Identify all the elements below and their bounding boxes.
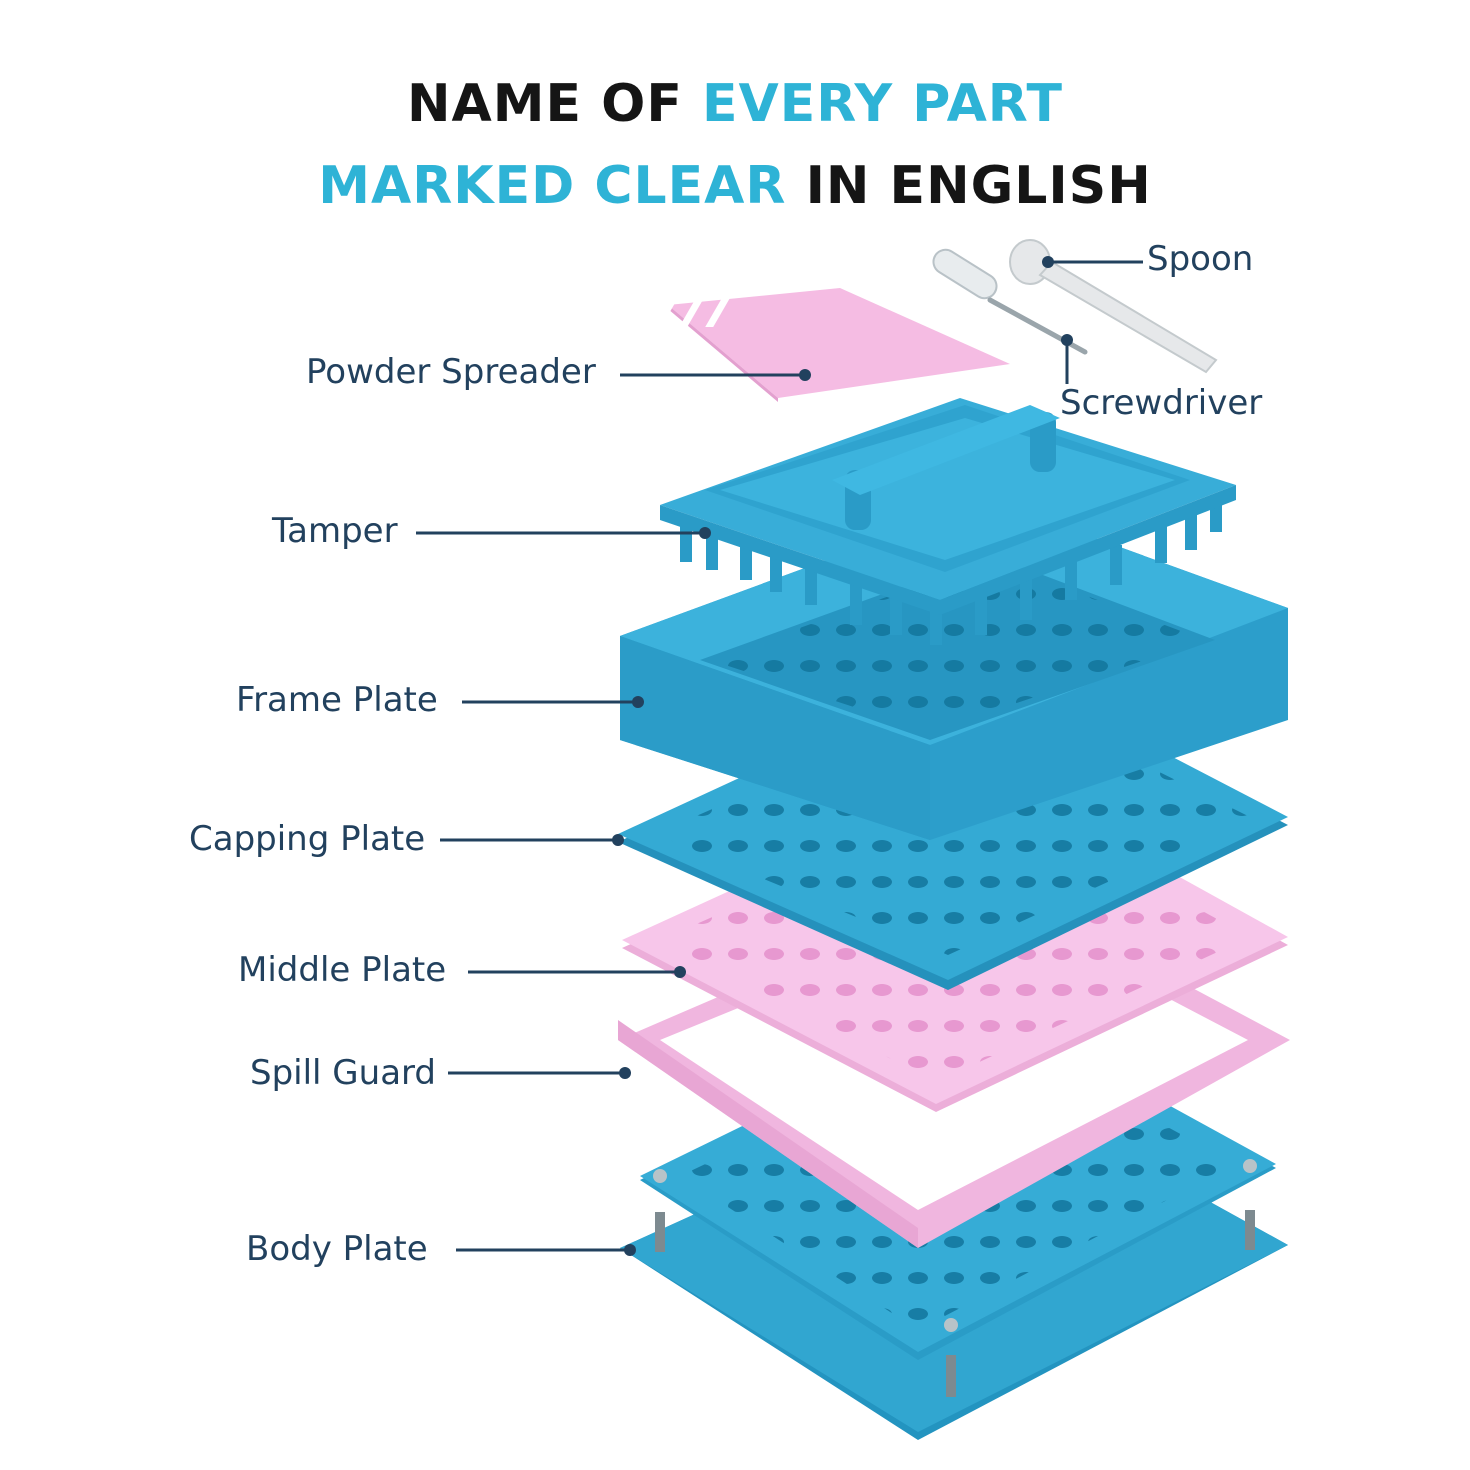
leader-dot-body-plate [624,1244,636,1256]
label-powder-spreader: Powder Spreader [306,352,596,392]
leader-dot-spoon [1042,256,1054,268]
leader-dots [612,256,1073,1256]
headline-line-1: NAME OF EVERY PART [0,78,1470,130]
label-middle-plate: Middle Plate [238,950,447,990]
headline-line-2: MARKED CLEAR IN ENGLISH [0,160,1470,212]
label-screwdriver: Screwdriver [1060,383,1263,423]
powder-spreader [515,287,1010,402]
label-capping-plate: Capping Plate [189,819,426,859]
leader-dot-spill-guard [619,1067,631,1079]
label-spill-guard: Spill Guard [250,1053,437,1093]
headline-line-1-plain: NAME OF [407,74,683,134]
leader-dot-frame-plate [632,696,644,708]
label-tamper: Tamper [272,511,398,551]
headline-line-1-highlight: EVERY PART [701,74,1063,134]
leader-dot-middle-plate [674,966,686,978]
leader-dot-capping-plate [612,834,624,846]
leader-dot-screwdriver [1061,334,1073,346]
label-spoon: Spoon [1147,239,1254,279]
leader-dot-tamper [699,527,711,539]
headline-line-2-plain: IN ENGLISH [805,156,1152,216]
headline-line-2-highlight: MARKED CLEAR [318,156,787,216]
leader-dot-powder-spreader [799,369,811,381]
label-frame-plate: Frame Plate [236,680,438,720]
leader-lines [416,260,1143,1252]
label-body-plate: Body Plate [246,1229,428,1269]
tamper [660,398,1236,645]
